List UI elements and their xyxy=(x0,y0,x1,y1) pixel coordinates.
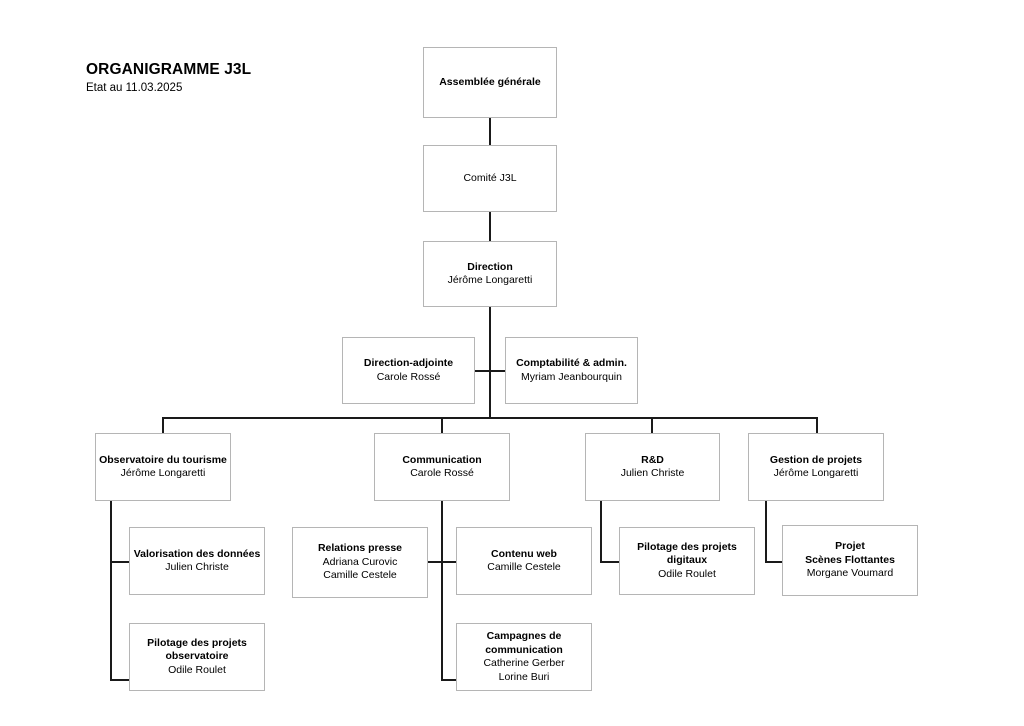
node-role: Relations presse xyxy=(317,542,403,555)
connector-communication-trunk xyxy=(441,501,443,680)
node-observatoire-du-tourisme[interactable]: Observatoire du tourisme Jérôme Longaret… xyxy=(95,433,231,501)
connector-communication-contenu-web xyxy=(441,561,457,563)
node-role: Pilotage des projets xyxy=(637,540,737,553)
node-role: Campagnes de xyxy=(486,630,562,642)
node-direction[interactable]: Direction Jérôme Longaretti xyxy=(423,241,557,307)
connector-assemblee-comite xyxy=(489,118,491,145)
connector-comite-direction xyxy=(489,212,491,241)
node-relations-presse[interactable]: Relations presse Adriana Curovic Camille… xyxy=(292,527,428,598)
connector-drop-communication xyxy=(441,417,443,434)
node-pilotage-projets-observatoire[interactable]: Pilotage des projets observatoire Odile … xyxy=(129,623,265,691)
node-comptabilite-admin[interactable]: Comptabilité & admin. Myriam Jeanbourqui… xyxy=(505,337,638,404)
node-role-line2: digitaux xyxy=(666,554,708,567)
node-person: Odile Roulet xyxy=(658,567,716,580)
node-assemblee-generale[interactable]: Assemblée générale xyxy=(423,47,557,118)
node-role: Comptabilité & admin. xyxy=(516,357,627,369)
node-role: Communication xyxy=(402,453,482,466)
node-person: Jérôme Longaretti xyxy=(120,467,206,479)
connector-drop-rd xyxy=(651,417,653,434)
connector-rd-trunk xyxy=(600,501,602,562)
node-role-line2: Scènes Flottantes xyxy=(805,553,895,566)
node-role: Contenu web xyxy=(491,547,557,560)
connector-department-bus xyxy=(162,417,818,419)
node-person: Jérôme Longaretti xyxy=(773,467,859,479)
connector-direction-trunk xyxy=(489,307,491,419)
node-person: Myriam Jeanbourquin xyxy=(521,370,622,383)
connector-gestion-trunk xyxy=(765,501,767,562)
connector-drop-gestion xyxy=(816,417,818,434)
connector-communication-campagnes xyxy=(441,679,457,681)
node-role: Gestion de projets xyxy=(769,453,863,466)
title-block: ORGANIGRAMME J3L Etat au 11.03.2025 xyxy=(86,60,251,96)
node-pilotage-projets-digitaux[interactable]: Pilotage des projets digitaux Odile Roul… xyxy=(619,527,755,595)
node-role: R&D xyxy=(641,453,664,466)
connector-direction-adjointe xyxy=(474,370,491,372)
node-contenu-web[interactable]: Contenu web Camille Cestele xyxy=(456,527,592,595)
node-person: Jérôme Longaretti xyxy=(447,274,533,286)
node-role-line2: observatoire xyxy=(165,650,229,663)
node-role: Projet xyxy=(835,540,865,553)
node-person: Adriana Curovic xyxy=(322,555,398,568)
connector-rd-pilotage-digitaux xyxy=(600,561,620,563)
node-role: Direction xyxy=(467,260,513,273)
node-rd[interactable]: R&D Julien Christe xyxy=(585,433,720,501)
node-person: Catherine Gerber xyxy=(483,657,565,669)
connector-drop-observatoire xyxy=(162,417,164,434)
connector-observatoire-trunk xyxy=(110,501,112,680)
node-projet-scenes-flottantes[interactable]: Projet Scènes Flottantes Morgane Voumard xyxy=(782,525,918,596)
node-comite-j3l[interactable]: Comité J3L xyxy=(423,145,557,212)
page-subtitle: Etat au 11.03.2025 xyxy=(86,82,183,94)
node-person-2: Lorine Buri xyxy=(498,670,550,683)
node-person: Julien Christe xyxy=(620,467,685,479)
node-person: Carole Rossé xyxy=(410,467,474,479)
node-person: Carole Rossé xyxy=(376,370,441,383)
node-campagnes-de-communication[interactable]: Campagnes de communication Catherine Ger… xyxy=(456,623,592,691)
connector-observatoire-valorisation xyxy=(110,561,130,563)
node-gestion-de-projets[interactable]: Gestion de projets Jérôme Longaretti xyxy=(748,433,884,501)
node-role: Assemblée générale xyxy=(439,75,541,88)
node-role: Pilotage des projets xyxy=(147,636,247,649)
connector-communication-relations-presse xyxy=(427,561,442,563)
node-person: Comité J3L xyxy=(463,171,517,184)
node-person-2: Camille Cestele xyxy=(323,569,397,582)
node-direction-adjointe[interactable]: Direction-adjointe Carole Rossé xyxy=(342,337,475,404)
node-person: Julien Christe xyxy=(165,561,229,573)
node-person: Odile Roulet xyxy=(168,663,226,676)
node-communication[interactable]: Communication Carole Rossé xyxy=(374,433,510,501)
connector-gestion-projet-scenes xyxy=(765,561,783,563)
node-person: Camille Cestele xyxy=(487,561,561,573)
node-valorisation-des-donnees[interactable]: Valorisation des données Julien Christe xyxy=(129,527,265,595)
connector-comptabilite xyxy=(489,370,506,372)
node-role: Direction-adjointe xyxy=(363,357,454,369)
node-person: Morgane Voumard xyxy=(806,567,894,580)
node-role-line2: communication xyxy=(485,643,563,656)
connector-observatoire-pilotage xyxy=(110,679,130,681)
node-role: Observatoire du tourisme xyxy=(99,453,227,466)
node-role: Valorisation des données xyxy=(133,547,261,560)
page-title: ORGANIGRAMME J3L xyxy=(86,61,252,78)
